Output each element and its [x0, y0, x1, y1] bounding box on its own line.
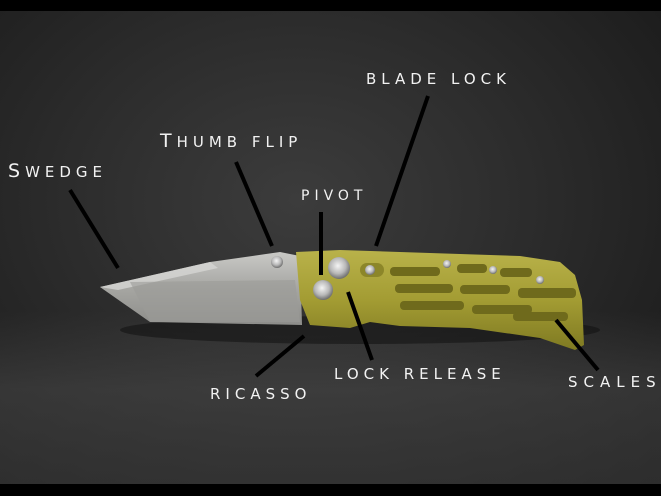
label-lock-release: LOCK RELEASE [334, 365, 506, 383]
blade-lock-screw [365, 265, 375, 275]
label-pivot: PIVOT [301, 188, 368, 204]
label-scales: SCALES [568, 373, 661, 391]
blade [100, 252, 302, 325]
knife-illustration [68, 95, 600, 378]
lock-release-button [313, 280, 333, 300]
label-thumb-flip: THUMB FLIP [160, 130, 303, 152]
photo-frame [0, 11, 661, 484]
label-blade-lock: BLADE LOCK [366, 70, 511, 88]
leader-lines [68, 95, 600, 378]
handle-scales [296, 250, 584, 350]
label-ricasso: RICASSO [210, 385, 312, 403]
pivot-bolt [328, 257, 350, 279]
thumb-flip-stud [271, 256, 283, 268]
label-swedge: SWEDGE [8, 160, 108, 182]
